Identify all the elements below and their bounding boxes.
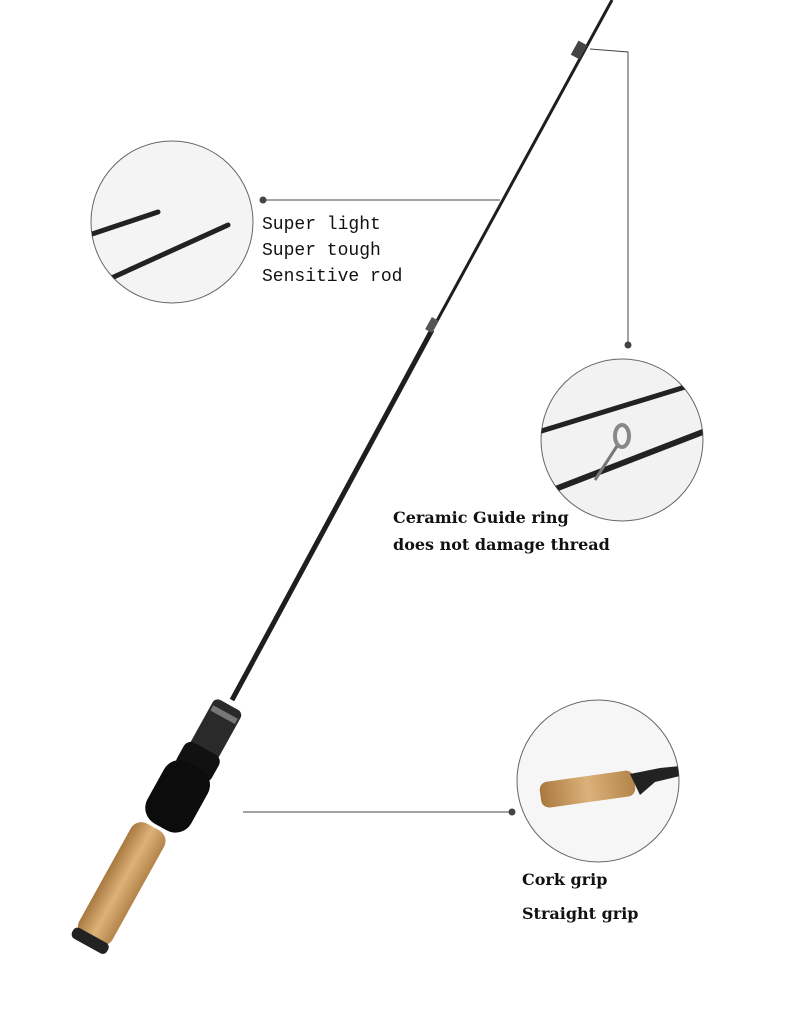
feature-text: Super tough	[262, 241, 381, 261]
grip-caption: Straight grip	[522, 904, 639, 923]
guide-caption: does not damage thread	[393, 535, 610, 554]
cork-handle-closeup	[516, 699, 680, 863]
blank-features: Super light Super tough Sensitive rod	[262, 212, 402, 290]
guide-ring-closeup	[540, 358, 704, 522]
grip-caption: Cork grip	[522, 870, 608, 889]
feature-text: Super light	[262, 215, 381, 235]
rod-tip-closeup	[90, 140, 254, 304]
feature-text: Sensitive rod	[262, 267, 403, 287]
guide-caption: Ceramic Guide ring	[393, 508, 569, 527]
fishing-rod	[71, 0, 614, 954]
leader-lines	[243, 48, 632, 816]
reel-seat	[145, 699, 242, 833]
cork-handle	[71, 822, 166, 954]
